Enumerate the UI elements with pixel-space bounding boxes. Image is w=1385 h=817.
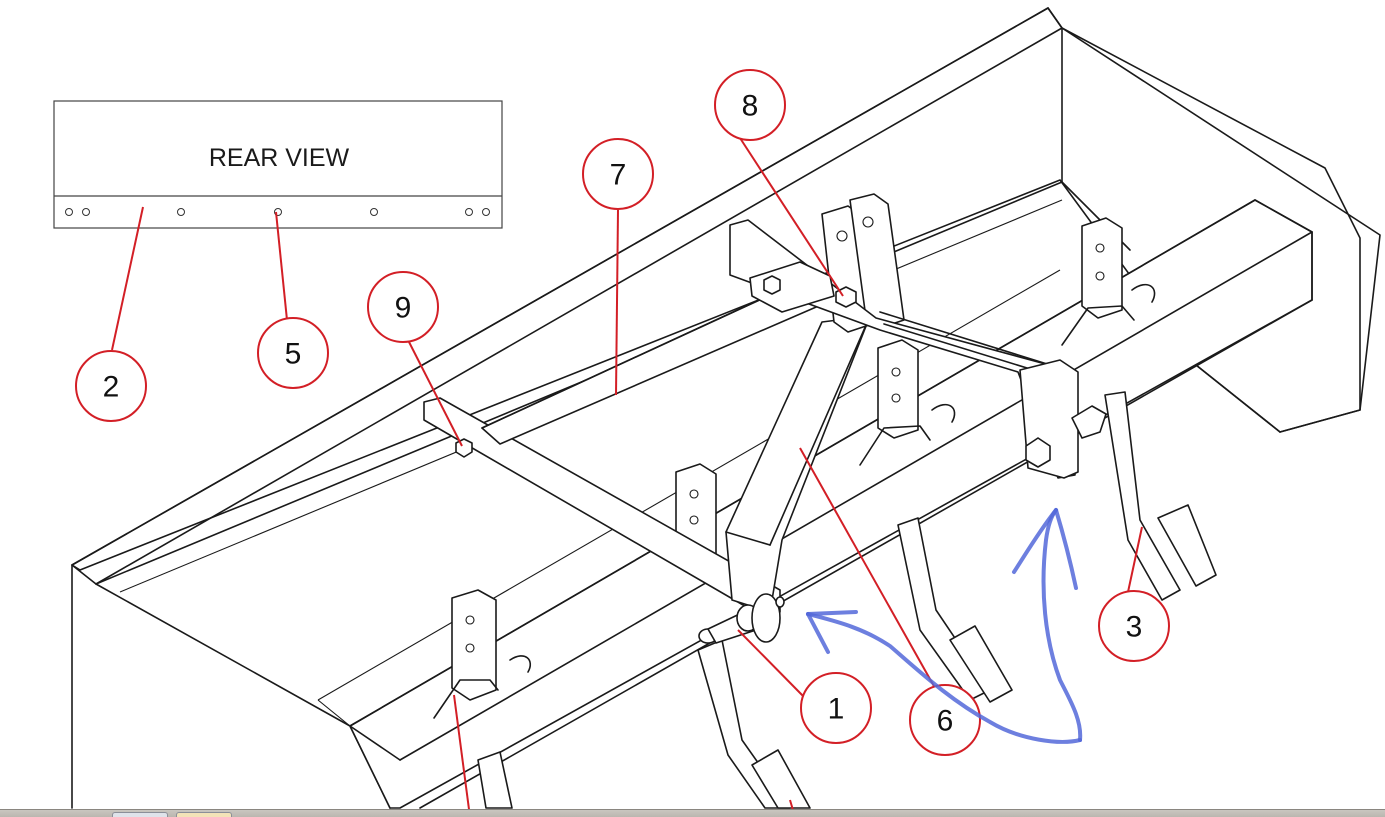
scribble-arrow-path	[806, 612, 1082, 744]
callout-9: 9	[367, 271, 439, 343]
callout-1-label: 1	[828, 693, 845, 726]
callouts: 2 5 7 8 9 1 6 3	[75, 69, 1170, 756]
leader-4	[453, 694, 471, 817]
inset-title: REAR VIEW	[209, 144, 350, 172]
callout-8: 8	[714, 69, 786, 141]
leader-lines	[111, 137, 1143, 817]
taskbar-button[interactable]	[112, 812, 168, 817]
callout-6-label: 6	[937, 705, 954, 738]
callout-9-label: 9	[395, 292, 412, 325]
ripper-shanks	[477, 391, 1217, 809]
lower-hitch-pin	[698, 593, 785, 644]
leader-5	[275, 211, 288, 321]
callout-3: 3	[1098, 590, 1170, 662]
callout-7: 7	[582, 138, 654, 210]
leader-7	[615, 209, 619, 396]
leader-6	[799, 447, 936, 689]
taskbar	[0, 809, 1385, 817]
callout-2: 2	[75, 350, 147, 422]
callout-3-label: 3	[1126, 611, 1143, 644]
inset-frame	[53, 100, 503, 229]
callout-2-label: 2	[103, 371, 120, 404]
leader-9	[407, 339, 463, 447]
leader-3	[1127, 526, 1143, 593]
taskbar-button[interactable]	[176, 812, 232, 817]
callout-5: 5	[257, 317, 329, 389]
rear-view-inset: REAR VIEW	[53, 100, 503, 229]
hitch-frame	[423, 193, 1107, 644]
callout-6: 6	[909, 684, 981, 756]
callout-7-label: 7	[610, 159, 627, 192]
center-mast	[725, 315, 871, 613]
leader-8	[739, 137, 844, 297]
leader-2	[111, 206, 144, 351]
callout-8-label: 8	[742, 90, 759, 123]
callout-1: 1	[800, 672, 872, 744]
callout-5-label: 5	[285, 338, 302, 371]
inset-bolt-holes	[65, 208, 490, 216]
hand-drawn-arrows	[806, 508, 1083, 744]
leader-1	[737, 629, 806, 699]
